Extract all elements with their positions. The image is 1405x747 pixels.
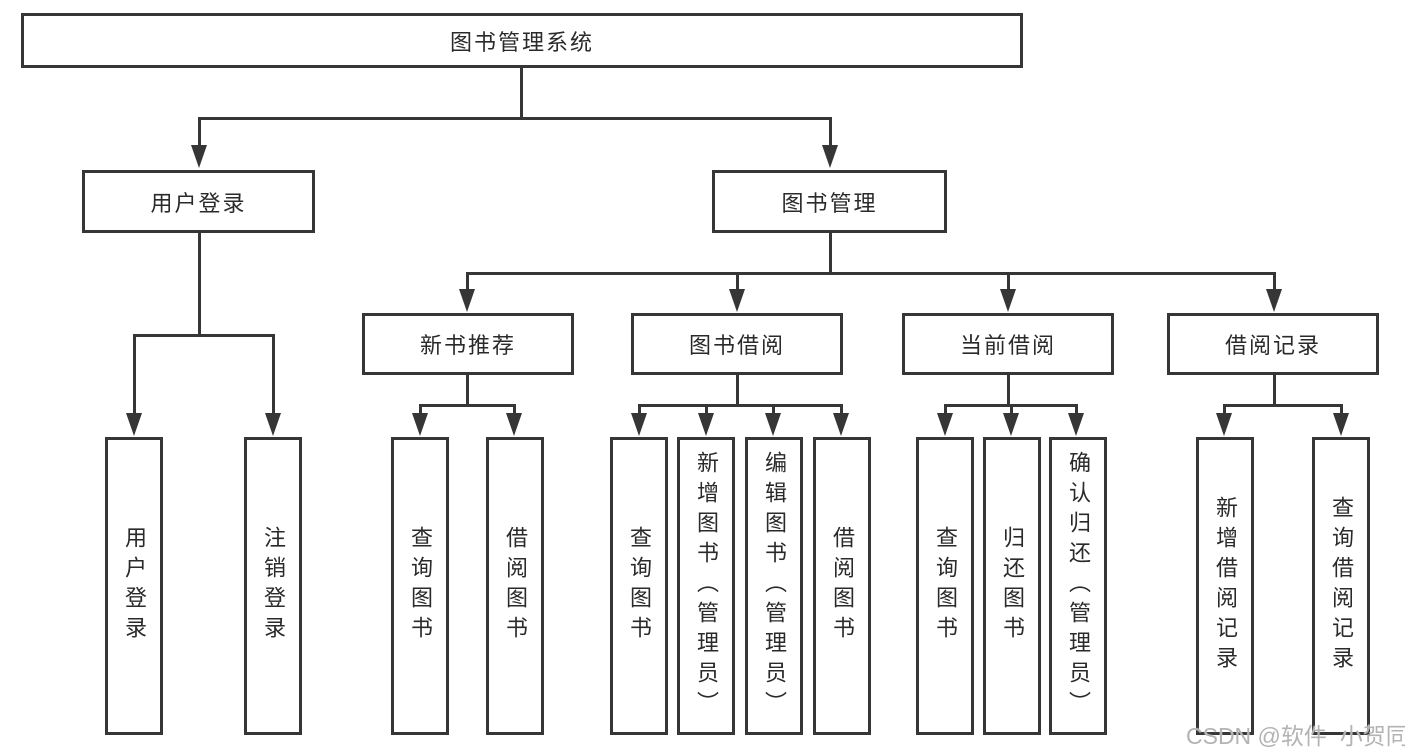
leaf-recommend-borrow-books-label: 借阅图书 — [503, 526, 528, 646]
node-book-borrow: 图书借阅 — [631, 313, 843, 375]
arrow-down-icon — [729, 289, 745, 312]
leaf-recommend-borrow-books: 借阅图书 — [486, 437, 544, 735]
connector-line — [198, 233, 201, 337]
leaf-current-query-books: 查询图书 — [916, 437, 974, 735]
arrow-down-icon — [937, 413, 953, 436]
leaf-borrow-borrow-books: 借阅图书 — [813, 437, 871, 735]
connector-line — [520, 68, 523, 120]
leaf-recommend-query-books: 查询图书 — [391, 437, 449, 735]
connector-line — [1007, 272, 1010, 292]
node-borrow-records-label: 借阅记录 — [1224, 333, 1321, 358]
leaf-confirm-return-admin-label: 确认归还（管理员） — [1066, 451, 1091, 721]
connector-line — [829, 233, 832, 275]
leaf-edit-book-admin: 编辑图书（管理员） — [745, 437, 803, 735]
connector-line — [638, 404, 842, 407]
leaf-borrow-query-books: 查询图书 — [610, 437, 668, 735]
connector-line — [736, 375, 739, 407]
leaf-logout-label: 注销登录 — [261, 526, 286, 646]
node-borrow-records: 借阅记录 — [1167, 313, 1379, 375]
node-user-login-label: 用户登录 — [150, 190, 247, 216]
watermark: CSDN @软件_小贺同学 — [1186, 723, 1405, 747]
leaf-return-book: 归还图书 — [983, 437, 1041, 735]
connector-line — [198, 117, 832, 120]
arrow-down-icon — [1003, 413, 1019, 436]
connector-line — [198, 117, 201, 149]
connector-line — [466, 272, 1276, 275]
node-new-book-recommend-label: 新书推荐 — [419, 333, 516, 358]
leaf-user-login: 用户登录 — [105, 437, 163, 735]
connector-line — [638, 404, 641, 414]
connector-line — [1340, 404, 1343, 414]
node-book-management: 图书管理 — [712, 170, 947, 233]
connector-line — [1010, 404, 1013, 414]
arrow-down-icon — [1000, 289, 1016, 312]
leaf-query-borrow-record-label: 查询借阅记录 — [1329, 496, 1354, 676]
arrow-down-icon — [506, 413, 522, 436]
node-current-borrow: 当前借阅 — [902, 313, 1114, 375]
leaf-user-login-label: 用户登录 — [122, 526, 147, 646]
arrow-down-icon — [833, 413, 849, 436]
leaf-add-book-admin: 新增图书（管理员） — [677, 437, 735, 735]
connector-line — [829, 117, 832, 149]
arrow-down-icon — [459, 289, 475, 312]
leaf-confirm-return-admin: 确认归还（管理员） — [1049, 437, 1107, 735]
leaf-add-borrow-record-label: 新增借阅记录 — [1213, 496, 1238, 676]
connector-line — [705, 404, 708, 414]
node-book-borrow-label: 图书借阅 — [688, 333, 785, 358]
leaf-query-borrow-record: 查询借阅记录 — [1312, 437, 1370, 735]
arrow-down-icon — [1068, 413, 1084, 436]
connector-line — [466, 272, 469, 292]
arrow-down-icon — [765, 413, 781, 436]
node-user-login: 用户登录 — [82, 170, 315, 233]
connector-line — [419, 404, 516, 407]
leaf-logout: 注销登录 — [244, 437, 302, 735]
node-book-management-label: 图书管理 — [781, 190, 878, 216]
arrow-down-icon — [1266, 289, 1282, 312]
connector-line — [772, 404, 775, 414]
node-root-label: 图书管理系统 — [449, 29, 594, 55]
node-new-book-recommend: 新书推荐 — [362, 313, 574, 375]
connector-line — [1273, 272, 1276, 292]
arrow-down-icon — [1333, 413, 1349, 436]
node-root: 图书管理系统 — [21, 13, 1023, 68]
connector-line — [944, 404, 947, 414]
leaf-current-query-books-label: 查询图书 — [933, 526, 958, 646]
arrow-down-icon — [631, 413, 647, 436]
connector-line — [1007, 375, 1010, 407]
leaf-return-book-label: 归还图书 — [1000, 526, 1025, 646]
arrow-down-icon — [412, 413, 428, 436]
connector-line — [736, 272, 739, 292]
connector-line — [272, 334, 275, 414]
arrow-down-icon — [265, 413, 281, 436]
connector-line — [466, 375, 469, 407]
connector-line — [1223, 404, 1342, 407]
connector-line — [1273, 375, 1276, 407]
connector-line — [840, 404, 843, 414]
leaf-edit-book-admin-label: 编辑图书（管理员） — [762, 451, 787, 721]
arrow-down-icon — [126, 413, 142, 436]
leaf-borrow-borrow-books-label: 借阅图书 — [830, 526, 855, 646]
arrow-down-icon — [698, 413, 714, 436]
arrow-down-icon — [191, 145, 207, 168]
node-current-borrow-label: 当前借阅 — [959, 333, 1056, 358]
connector-line — [1075, 404, 1078, 414]
leaf-add-borrow-record: 新增借阅记录 — [1196, 437, 1254, 735]
connector-line — [1223, 404, 1226, 414]
connector-line — [133, 334, 136, 414]
connector-line — [419, 404, 422, 414]
leaf-borrow-query-books-label: 查询图书 — [627, 526, 652, 646]
arrow-down-icon — [822, 145, 838, 168]
leaf-recommend-query-books-label: 查询图书 — [408, 526, 433, 646]
arrow-down-icon — [1216, 413, 1232, 436]
connector-line — [513, 404, 516, 414]
leaf-add-book-admin-label: 新增图书（管理员） — [694, 451, 719, 721]
connector-line — [133, 334, 274, 337]
